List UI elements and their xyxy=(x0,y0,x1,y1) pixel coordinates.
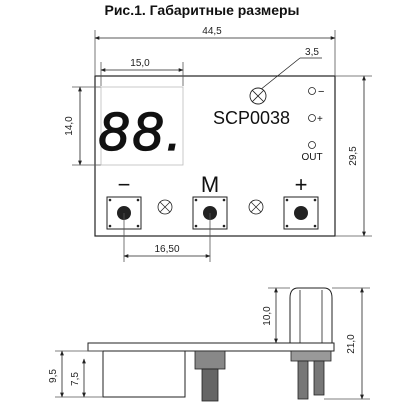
plus-button-label: + xyxy=(295,172,308,197)
minus-button-label: − xyxy=(118,172,131,197)
display-width-dimension: 15,0 xyxy=(100,58,184,86)
button-pitch-label: 16,50 xyxy=(154,244,179,255)
pin-minus: − xyxy=(308,86,324,98)
left-outer-dimension: 9,5 xyxy=(48,350,103,398)
display-height-dimension: 14,0 xyxy=(64,86,101,166)
hole-dimension: 3,5 xyxy=(259,47,322,91)
pin-out: OUT xyxy=(301,141,323,163)
left-outer-label: 9,5 xyxy=(48,369,59,383)
top-view: 44,5 15,0 3,5 SCP0038 14,0 xyxy=(64,26,372,262)
figure-title: Рис.1. Габаритные размеры xyxy=(104,2,300,18)
display-digits: 88. xyxy=(98,102,185,162)
pin-out-label: OUT xyxy=(301,152,322,163)
mode-button-label: M xyxy=(201,172,219,197)
pin-plus: + xyxy=(308,114,323,125)
button-pitch-dimension: 16,50 xyxy=(123,213,211,262)
total-height-label: 21,0 xyxy=(346,334,357,354)
width-dim-label: 44,5 xyxy=(202,26,222,37)
hole-dim-label: 3,5 xyxy=(305,47,319,58)
left-inner-label: 7,5 xyxy=(70,372,81,386)
plus-button xyxy=(283,196,319,230)
led-indicator-right xyxy=(248,199,264,215)
connector-height-label: 10,0 xyxy=(262,306,273,326)
side-button xyxy=(194,350,226,402)
side-connector xyxy=(289,287,333,400)
display-height-label: 14,0 xyxy=(64,116,75,136)
height-dimension: 29,5 xyxy=(335,75,372,237)
connector-height-dimension: 10,0 xyxy=(262,287,290,344)
led-indicator-left xyxy=(157,199,173,215)
left-inner-dimension: 7,5 xyxy=(70,358,86,398)
led-hole xyxy=(249,87,267,105)
side-view: 9,5 7,5 10,0 21,0 xyxy=(48,287,370,402)
model-label: SCP0038 xyxy=(213,108,290,128)
pin-plus-label: + xyxy=(317,114,323,125)
seven-segment-display: 88. xyxy=(98,86,185,166)
height-dim-label: 29,5 xyxy=(348,146,359,166)
width-dimension: 44,5 xyxy=(94,26,336,76)
side-display-body xyxy=(102,350,186,398)
display-width-label: 15,0 xyxy=(130,58,150,69)
pin-minus-label: − xyxy=(318,86,324,98)
pcb-board-side xyxy=(87,342,335,352)
total-height-dimension: 21,0 xyxy=(324,287,370,400)
